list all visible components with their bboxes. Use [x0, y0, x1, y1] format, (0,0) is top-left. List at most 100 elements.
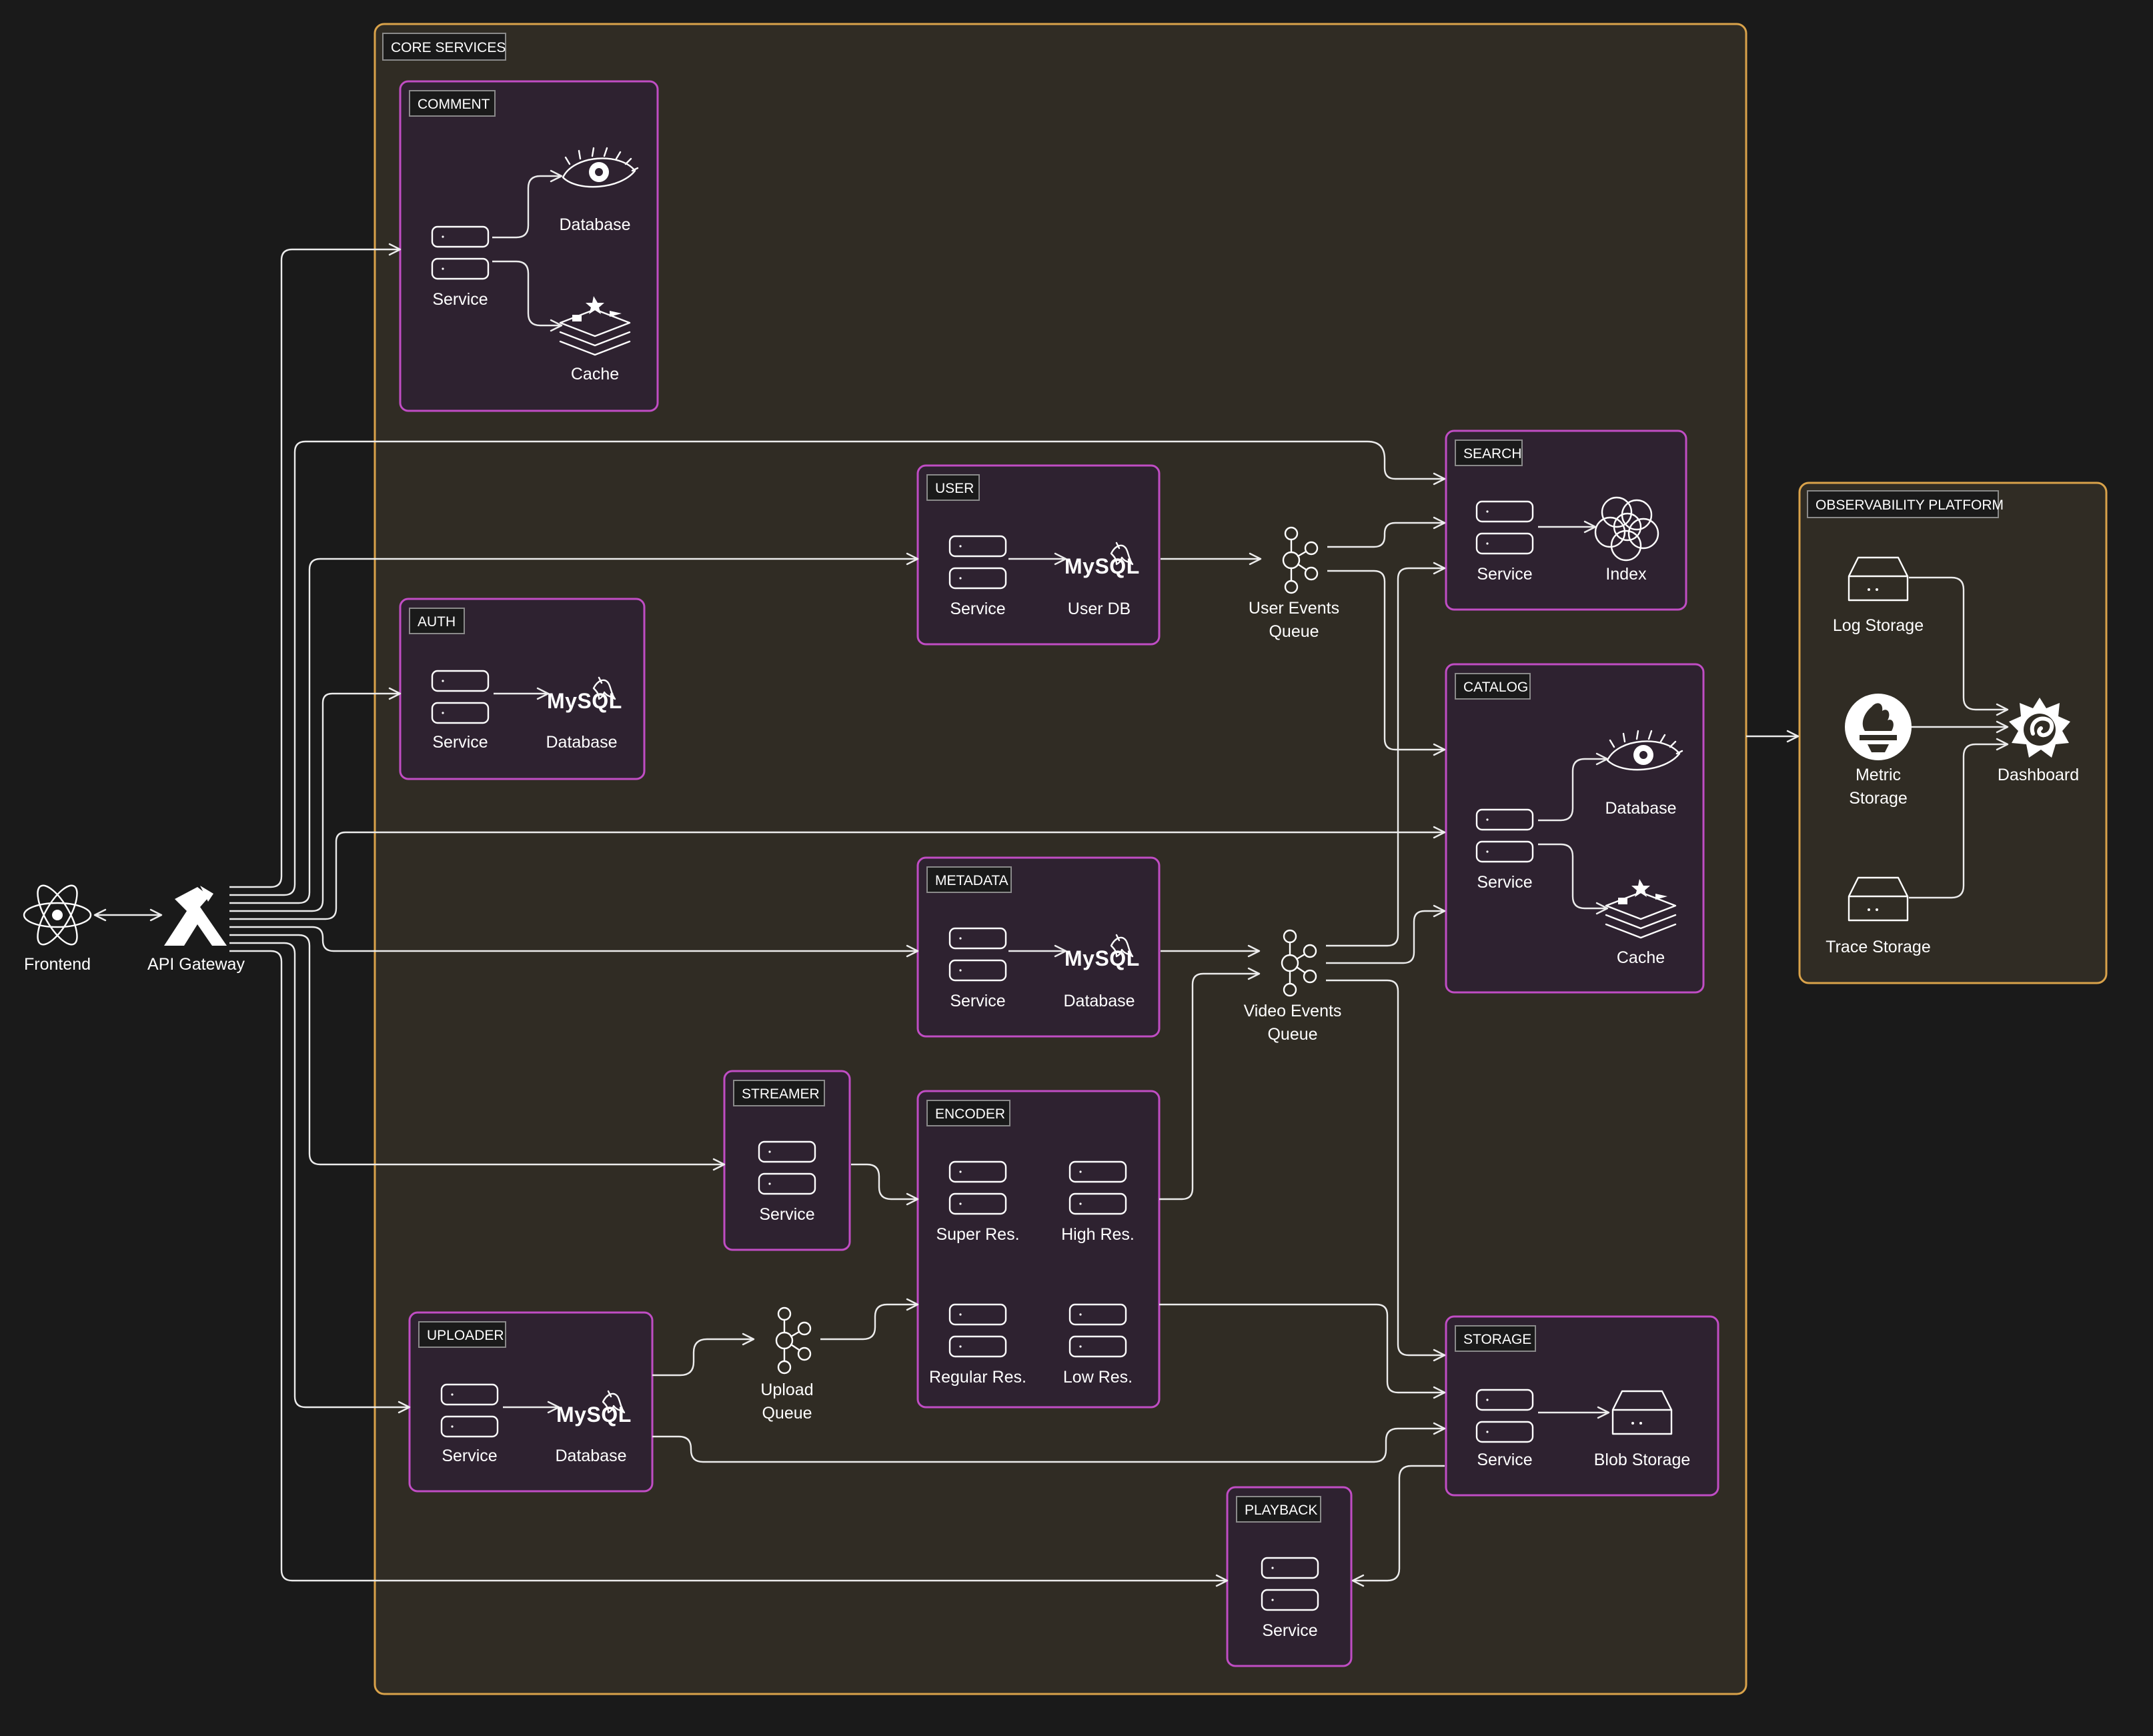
catalog-service[interactable]: Service — [1475, 808, 1534, 892]
conn-uploadqueue-encoder — [820, 1298, 919, 1341]
database-label: Database — [1063, 992, 1135, 1010]
search-service[interactable]: Service — [1475, 500, 1534, 584]
group-title-observability: OBSERVABILITY PLATFORM — [1816, 498, 2004, 513]
conn-gateway-streamer — [229, 934, 726, 1171]
gateway-icon — [164, 886, 227, 946]
queue-label-line2: Queue — [1269, 622, 1319, 641]
group-title-auth: AUTH — [418, 614, 456, 630]
conn-userqueue-catalog — [1327, 570, 1446, 756]
encoder-high-res[interactable]: High Res. — [1061, 1160, 1135, 1244]
metric-storage[interactable]: Metric Storage — [1845, 694, 1912, 808]
comment-service[interactable]: Service — [431, 225, 490, 309]
group-title-streamer: STREAMER — [742, 1086, 820, 1102]
uploader-service[interactable]: Service — [440, 1383, 499, 1465]
metadata-database[interactable]: Database — [1063, 934, 1141, 1010]
auth-service[interactable]: Service — [431, 670, 490, 752]
regular-res-label: Regular Res. — [929, 1368, 1026, 1387]
conn-uploader-storage — [652, 1422, 1446, 1463]
encoder-regular-res[interactable]: Regular Res. — [929, 1303, 1026, 1387]
user-service[interactable]: Service — [948, 535, 1007, 618]
group-title-uploader: UPLOADER — [427, 1328, 504, 1343]
api-gateway-label: API Gateway — [147, 955, 245, 974]
group-encoder: ENCODER — [916, 1090, 1161, 1409]
playback-service[interactable]: Service — [1261, 1557, 1319, 1640]
frontend-label: Frontend — [24, 955, 91, 974]
streamer-service[interactable]: Service — [758, 1140, 816, 1224]
conn-gateway-search — [229, 440, 1446, 896]
queue-label-line1: User Events — [1249, 599, 1339, 618]
blob-storage[interactable]: Blob Storage — [1594, 1390, 1691, 1469]
service-label: Service — [1477, 1451, 1532, 1469]
blob-storage-label: Blob Storage — [1594, 1451, 1691, 1469]
upload-queue[interactable]: Upload Queue — [760, 1307, 814, 1423]
group-title-storage: STORAGE — [1463, 1332, 1531, 1347]
queue-label-line2: Queue — [762, 1404, 812, 1423]
conn-userqueue-search — [1327, 516, 1446, 548]
database-label: Database — [546, 733, 617, 752]
conn-catalog-service-db — [1538, 752, 1609, 822]
queue-label-line1: Upload — [760, 1381, 813, 1399]
service-label: Service — [1262, 1621, 1317, 1640]
trace-storage[interactable]: Trace Storage — [1826, 876, 1931, 956]
index-label: Index — [1605, 565, 1647, 584]
service-label: Service — [432, 733, 488, 752]
storage-service[interactable]: Service — [1475, 1389, 1534, 1469]
catalog-database[interactable]: Database — [1605, 730, 1683, 818]
cache-label: Cache — [571, 365, 619, 383]
api-gateway-node[interactable]: API Gateway — [147, 886, 245, 974]
conn-catalog-service-cache — [1538, 843, 1609, 915]
conn-storage-playback — [1351, 1465, 1445, 1587]
comment-cache[interactable]: Cache — [559, 295, 631, 383]
low-res-label: Low Res. — [1063, 1368, 1133, 1387]
encoder-super-res[interactable]: Super Res. — [936, 1160, 1020, 1244]
database-label: Database — [559, 215, 630, 234]
cache-label: Cache — [1617, 948, 1665, 967]
user-events-queue[interactable]: User Events Queue — [1249, 526, 1339, 641]
search-index[interactable]: Index — [1594, 496, 1659, 584]
auth-database[interactable]: Database — [546, 676, 623, 752]
log-storage[interactable]: Log Storage — [1833, 556, 1924, 635]
encoder-low-res[interactable]: Low Res. — [1063, 1303, 1133, 1387]
metadata-service[interactable]: Service — [948, 927, 1007, 1010]
conn-comment-service-db — [492, 169, 563, 239]
service-label: Service — [432, 290, 488, 309]
log-storage-label: Log Storage — [1833, 616, 1924, 635]
user-db-label: User DB — [1068, 600, 1131, 618]
metric-label-line1: Metric — [1856, 766, 1901, 784]
service-label: Service — [1477, 565, 1532, 584]
group-title-metadata: METADATA — [935, 873, 1008, 888]
uploader-database[interactable]: Database — [555, 1390, 632, 1465]
video-events-queue[interactable]: Video Events Queue — [1244, 929, 1342, 1044]
conn-uploader-queue — [652, 1333, 755, 1377]
connectors — [93, 169, 2009, 1587]
group-storage: STORAGE — [1445, 1315, 1719, 1497]
service-label: Service — [442, 1447, 497, 1465]
conn-videoqueue-storage — [1326, 979, 1446, 1362]
dashboard[interactable]: Dashboard — [1998, 698, 2079, 784]
frontend-node[interactable]: Frontend — [23, 880, 92, 974]
conn-videoqueue-catalog — [1326, 904, 1446, 964]
comment-database[interactable]: Database — [559, 147, 639, 234]
group-title-user: USER — [935, 481, 974, 496]
super-res-label: Super Res. — [936, 1225, 1019, 1244]
group-title-encoder: ENCODER — [935, 1106, 1005, 1122]
group-observability: OBSERVABILITY PLATFORM — [1798, 482, 2108, 984]
conn-streamer-encoder — [851, 1163, 919, 1206]
database-label: Database — [1605, 799, 1676, 818]
user-db[interactable]: User DB — [1063, 542, 1141, 618]
high-res-label: High Res. — [1061, 1225, 1135, 1244]
group-title-comment: COMMENT — [418, 97, 490, 112]
group-title-playback: PLAYBACK — [1245, 1503, 1317, 1518]
group-title-search: SEARCH — [1463, 446, 1522, 462]
conn-encoder-storage — [1159, 1303, 1446, 1399]
metric-label-line2: Storage — [1849, 789, 1908, 808]
service-label: Service — [950, 600, 1005, 618]
group-streamer: STREAMER — [723, 1070, 851, 1251]
group-search: SEARCH — [1445, 429, 1687, 611]
conn-log-dashboard — [1909, 576, 2009, 716]
catalog-cache[interactable]: Cache — [1605, 878, 1677, 967]
trace-storage-label: Trace Storage — [1826, 938, 1930, 956]
group-comment: COMMENT — [399, 80, 659, 412]
database-label: Database — [555, 1447, 626, 1465]
